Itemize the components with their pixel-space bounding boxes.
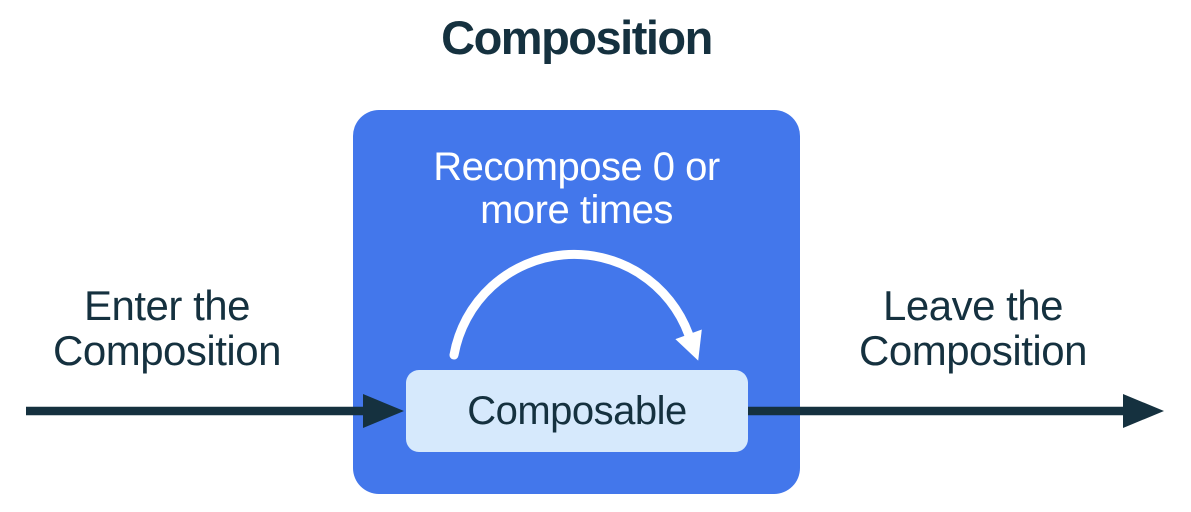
recompose-label: Recompose 0 or more times <box>433 145 720 233</box>
diagram-title: Composition <box>441 11 713 64</box>
exit-arrow-head <box>1123 394 1164 428</box>
enter-arrow-icon <box>26 394 404 428</box>
leave-composition-label: Leave the Composition <box>859 282 1087 374</box>
composable-label: Composable <box>467 388 687 433</box>
exit-arrow-icon <box>748 394 1164 428</box>
composable-box: Composable <box>406 370 748 452</box>
enter-composition-label: Enter the Composition <box>53 282 281 374</box>
